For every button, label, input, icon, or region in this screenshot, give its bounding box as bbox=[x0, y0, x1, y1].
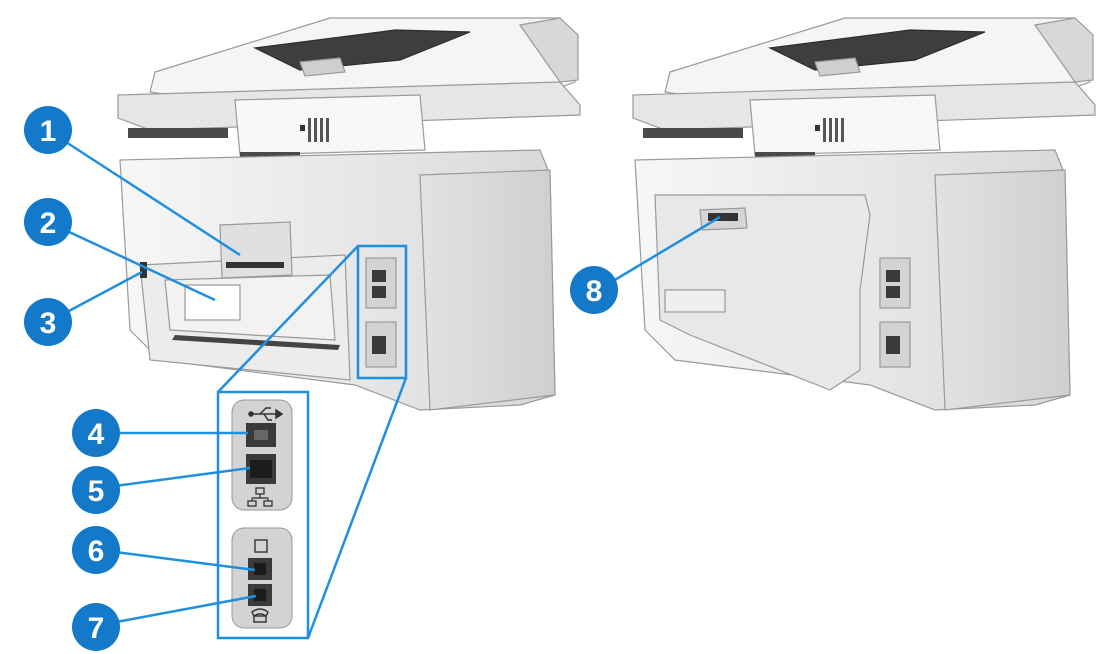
callout-number: 1 bbox=[40, 115, 57, 148]
callout-number: 4 bbox=[88, 418, 105, 451]
printer-rear-right bbox=[632, 17, 1096, 411]
callout-8: 8 bbox=[570, 266, 618, 314]
network-icon bbox=[247, 487, 273, 507]
leader-line-2 bbox=[51, 222, 216, 302]
leader-line-1 bbox=[51, 131, 241, 257]
callout-5: 5 bbox=[72, 466, 120, 514]
leader-line-6 bbox=[99, 548, 256, 572]
callout-number: 6 bbox=[88, 535, 105, 568]
callout-7: 7 bbox=[72, 603, 120, 651]
callout-3: 3 bbox=[24, 298, 72, 346]
callout-number: 5 bbox=[88, 475, 105, 508]
callout-number: 2 bbox=[40, 207, 57, 240]
leader-line-5 bbox=[99, 466, 251, 490]
fax-line-icon bbox=[254, 539, 268, 553]
telephone-icon bbox=[251, 608, 269, 623]
callout-number: 3 bbox=[40, 307, 57, 340]
callout-2: 2 bbox=[24, 198, 72, 246]
callout-4: 4 bbox=[72, 409, 120, 457]
callout-1: 1 bbox=[24, 106, 72, 154]
printer-rear-left bbox=[117, 17, 581, 411]
leader-line-7 bbox=[99, 594, 257, 627]
leader-line-8 bbox=[597, 215, 721, 292]
callout-number: 7 bbox=[88, 612, 105, 645]
callout-number: 8 bbox=[586, 275, 603, 308]
callout-6: 6 bbox=[72, 526, 120, 574]
usb-icon bbox=[248, 407, 284, 421]
